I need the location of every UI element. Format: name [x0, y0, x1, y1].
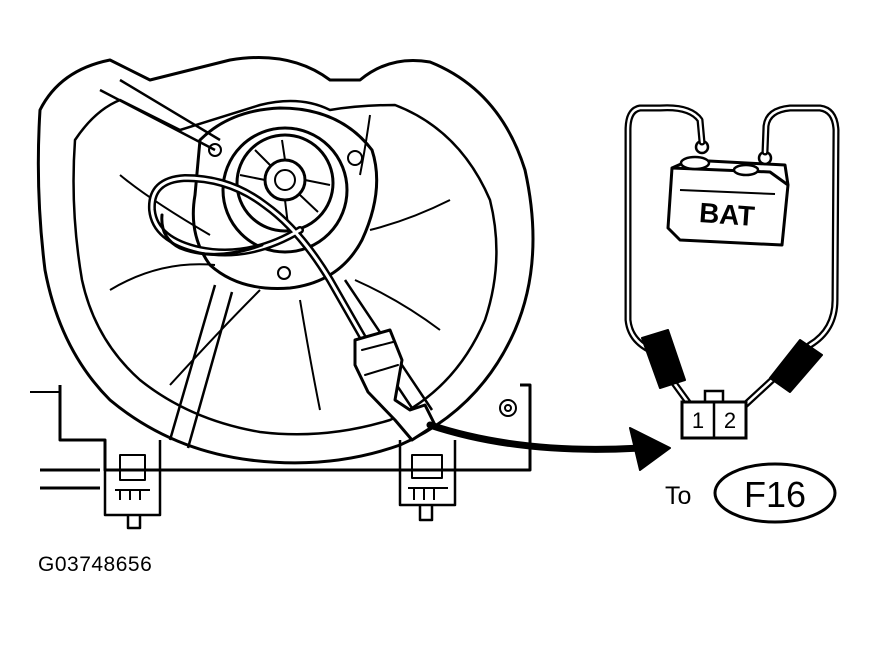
to-label: To — [665, 482, 691, 510]
test-connector: 1 2 — [680, 389, 748, 440]
jumper-leads — [624, 104, 840, 409]
connector-callout: To F16 — [665, 462, 837, 524]
connector-arrow — [426, 421, 671, 471]
battery-label: BAT — [698, 197, 755, 232]
fan-shroud — [30, 56, 535, 530]
motor-harness — [147, 174, 437, 442]
pin-1-label: 1 — [692, 408, 704, 433]
pin-2-label: 2 — [724, 408, 736, 433]
figure-code: G03748656 — [38, 553, 153, 576]
battery: BAT — [666, 139, 790, 247]
connector-id-label: F16 — [744, 474, 806, 515]
